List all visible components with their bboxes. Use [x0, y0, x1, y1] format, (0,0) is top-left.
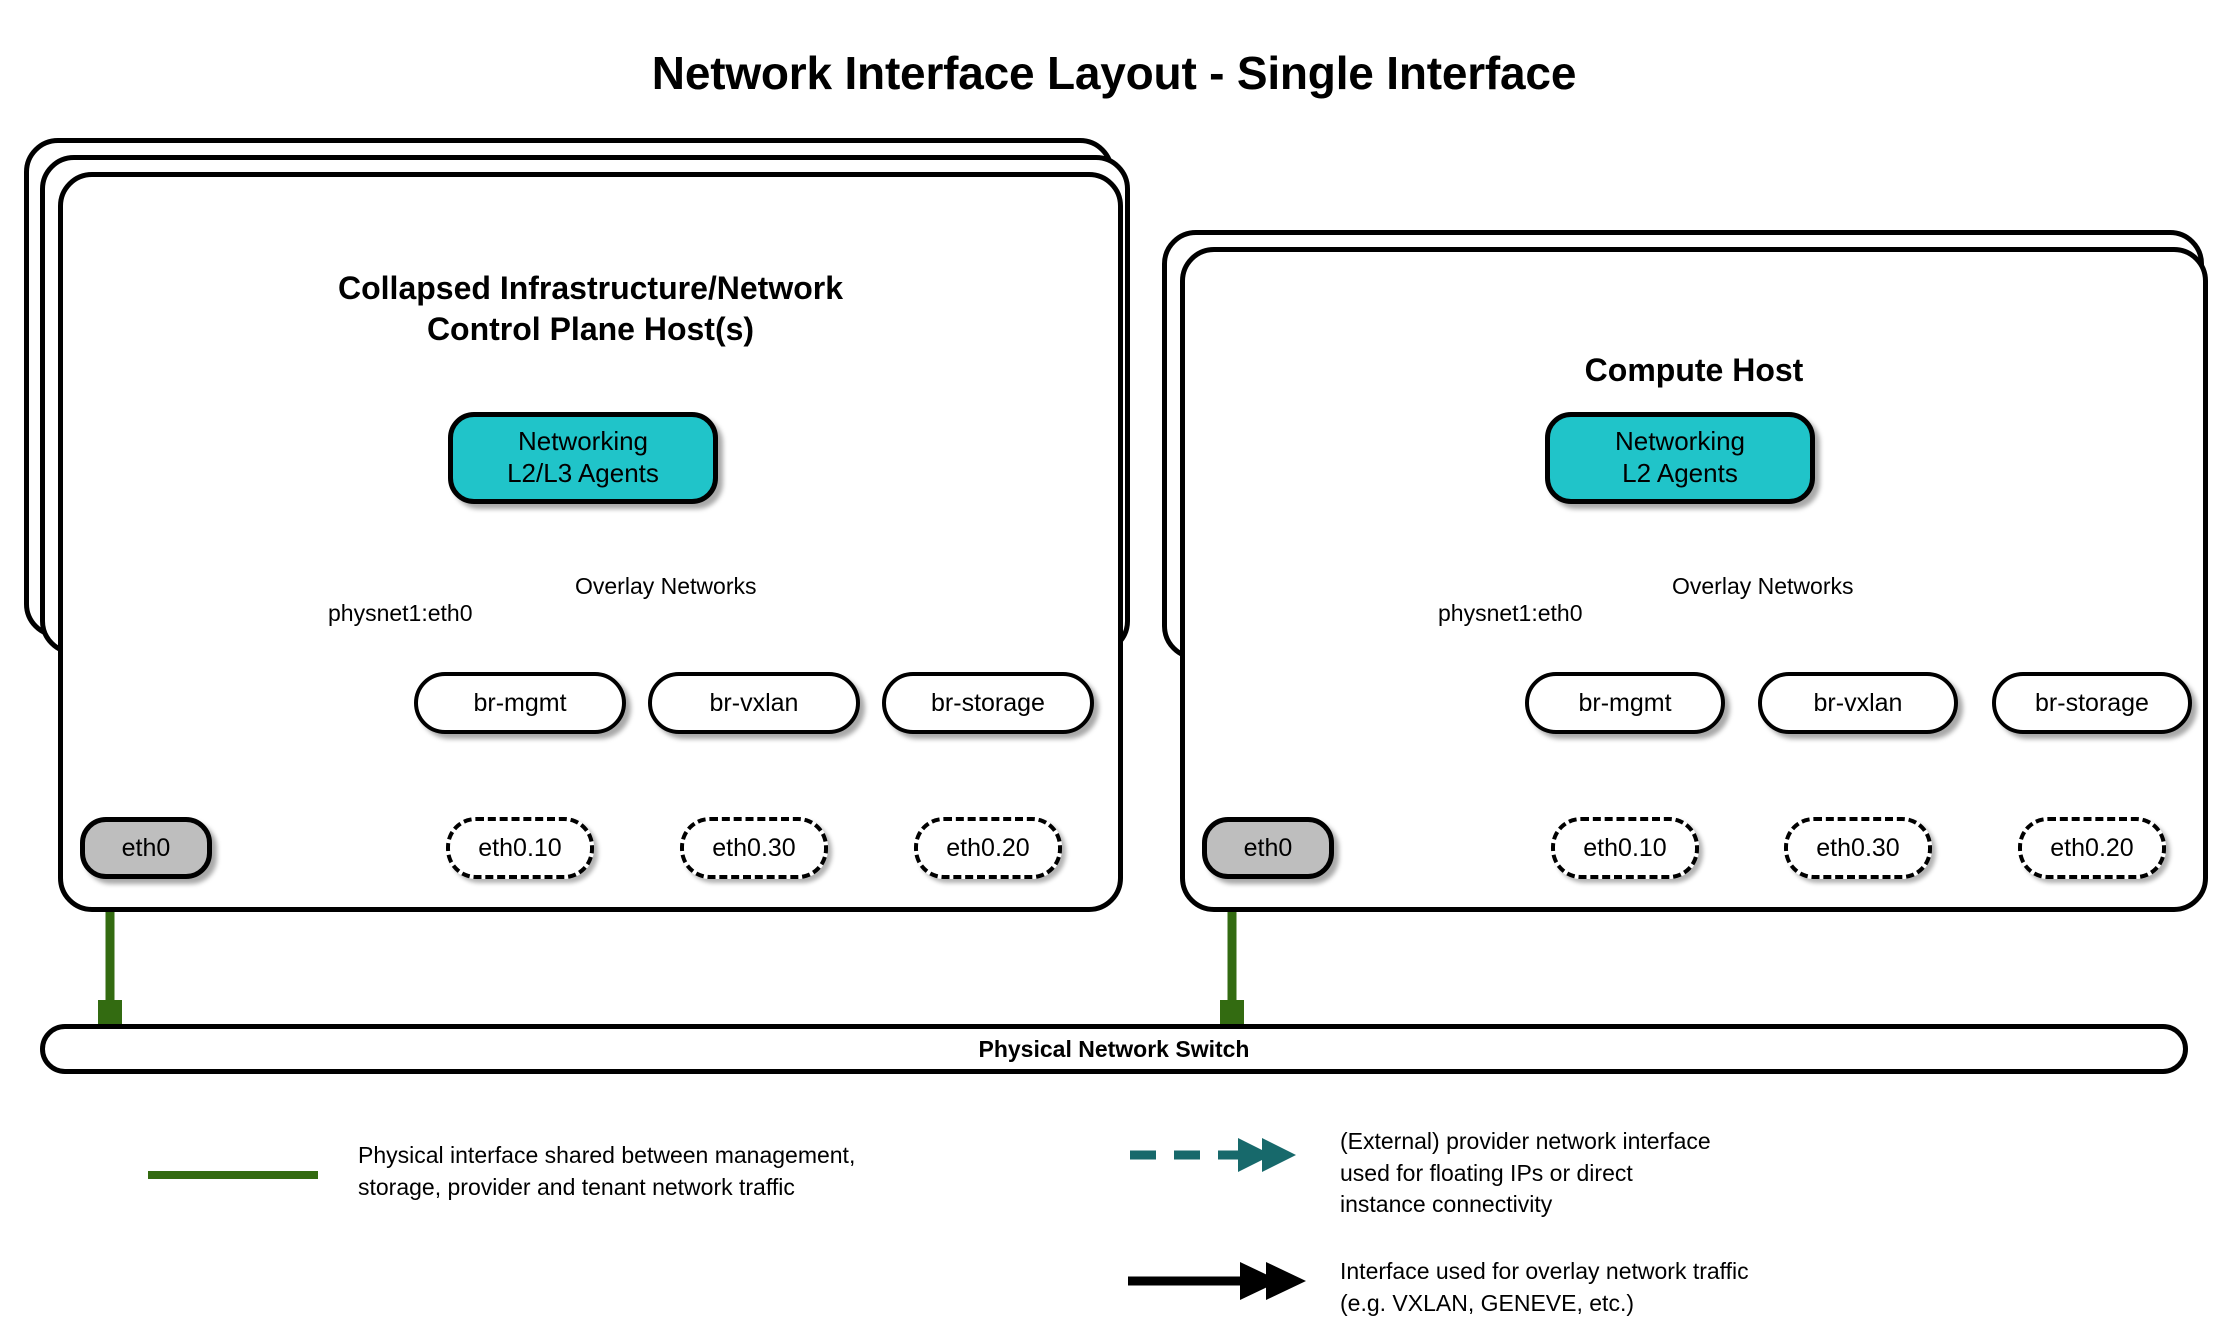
agent-node-control-plane[interactable]: Networking L2/L3 Agents — [448, 412, 718, 504]
provider-edge-label-compute: physnet1:eth0 — [1438, 600, 1583, 626]
bridge-node-br-vxlan-control-plane[interactable]: br-vxlan — [648, 672, 860, 734]
physical-network-switch[interactable]: Physical Network Switch — [40, 1024, 2188, 1074]
bridge-node-br-storage-compute[interactable]: br-storage — [1992, 672, 2192, 734]
bridge-node-br-vxlan-compute[interactable]: br-vxlan — [1758, 672, 1958, 734]
legend-label-overlay-network: Interface used for overlay network traff… — [1340, 1258, 1749, 1316]
vlan-node-eth0-20-compute[interactable]: eth0.20 — [2018, 817, 2166, 879]
agent-node-compute[interactable]: Networking L2 Agents — [1545, 412, 1815, 504]
overlay-edge-label-compute: Overlay Networks — [1672, 573, 1854, 599]
bridge-node-br-mgmt-control-plane[interactable]: br-mgmt — [414, 672, 626, 734]
page-title: Network Interface Layout - Single Interf… — [651, 47, 1577, 99]
legend-label-provider-network: (External) provider network interface us… — [1340, 1128, 1711, 1218]
vlan-node-eth0-30-control-plane[interactable]: eth0.30 — [680, 817, 828, 879]
legend-label-physical-interface: Physical interface shared between manage… — [358, 1142, 856, 1200]
legend-glyph-overlay-network — [1128, 1262, 1306, 1300]
legend-glyph-provider-network — [1130, 1138, 1296, 1172]
provider-edge-label-control-plane: physnet1:eth0 — [328, 600, 473, 626]
vlan-node-eth0-30-compute[interactable]: eth0.30 — [1784, 817, 1932, 879]
bridge-node-br-storage-control-plane[interactable]: br-storage — [882, 672, 1094, 734]
vlan-node-eth0-20-control-plane[interactable]: eth0.20 — [914, 817, 1062, 879]
physical-interface-node-compute[interactable]: eth0 — [1202, 817, 1334, 879]
host-title-compute: Compute Host — [1584, 352, 1804, 388]
vlan-node-eth0-10-compute[interactable]: eth0.10 — [1551, 817, 1699, 879]
overlay-edge-label-control-plane: Overlay Networks — [575, 573, 757, 599]
bridge-node-br-mgmt-compute[interactable]: br-mgmt — [1525, 672, 1725, 734]
physical-interface-node-control-plane[interactable]: eth0 — [80, 817, 212, 879]
host-title-control-plane: Collapsed Infrastructure/Network Control… — [338, 270, 843, 347]
vlan-node-eth0-10-control-plane[interactable]: eth0.10 — [446, 817, 594, 879]
